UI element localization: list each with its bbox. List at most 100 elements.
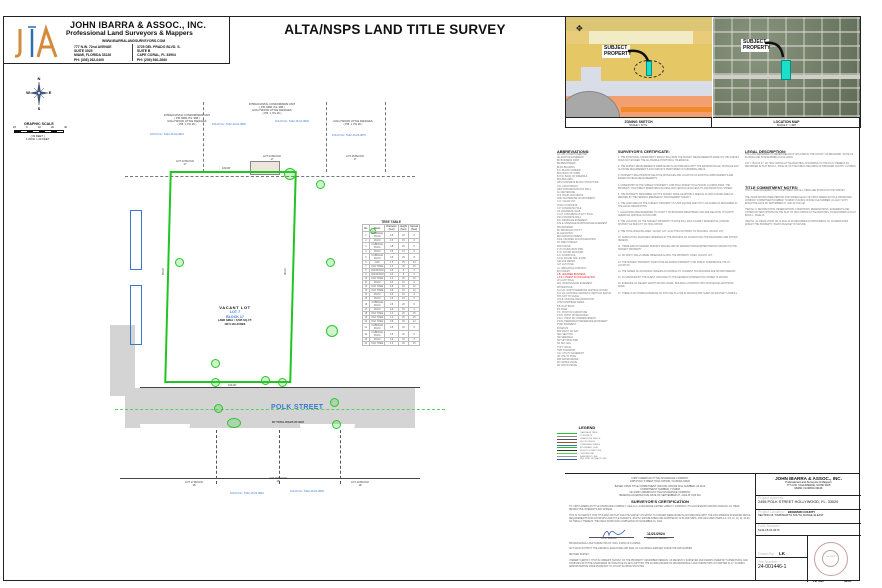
title-commitment-heading: TITLE COMMITMENT NOTES:: [745, 186, 799, 191]
abbreviation-item: PG PAGE: [557, 308, 568, 311]
abbreviation-item: AE ANCHOR EASEMENT: [557, 157, 584, 160]
legal-description-section: LEGAL DESCRIPTION: THE LAND REFERRED TO …: [745, 150, 857, 226]
abbreviation-item: SW SIDEWALK: [557, 337, 574, 340]
abbreviation-item: F.I.P. FOUND IRON PIPE: [557, 248, 583, 251]
abbreviation-item: CL CENTERLINE: [557, 191, 576, 194]
abbreviation-item: CLF CHAIN LINK FENCE: [557, 195, 584, 198]
legend-item: WOOD FENCE: [557, 441, 617, 444]
abbreviation-item: O.R.B. OFFICIAL RECORDS BOOK: [557, 299, 595, 302]
certification-title: SURVEYOR'S CERTIFICATION: [631, 499, 689, 504]
company-name: JOHN IBARRA & ASSOC., INC.: [70, 20, 207, 30]
drawn-by-field: Drawn By: LK: [756, 536, 807, 558]
street-name-label: POLK STREET: [271, 404, 324, 411]
lot-label: LOT 25 BLOCK 17: [345, 155, 365, 162]
abbreviation-item: L.B. LICENSED BUSINESS: [557, 273, 586, 276]
right-of-way-line: [120, 478, 420, 479]
street-centerline: [115, 409, 445, 410]
surveyor-seal-icon: No. 5204: [814, 542, 848, 576]
lot-line: [203, 102, 204, 172]
abbreviation-item: C.U.P. CONCRETE UTILITY POLE: [557, 213, 593, 216]
abbreviation-item: WM WATER METER: [557, 359, 579, 362]
abbreviation-item: BOC BACK OF CURB: [557, 172, 580, 175]
graphic-scale-title: GRAPHIC SCALE: [24, 122, 54, 126]
abbreviation-item: D.E. DRAINAGE EASEMENT: [557, 220, 588, 223]
survey-sheet: [3, 16, 860, 581]
abbreviation-item: DW DRIVEWAY: [557, 226, 574, 229]
company-header: JOHN IBARRA & ASSOC., INC. Professional …: [3, 16, 230, 64]
abbreviation-item: I.C. IRRIGATION CONTROL: [557, 267, 587, 270]
abbreviation-item: BOL BOLLARD: [557, 179, 573, 182]
folio-note: FOLIO No.: 5142-15-01-0840: [290, 490, 324, 493]
folio-number-field: Folio Number: 5142-15-01-0470: [756, 524, 861, 536]
folio-note: FOLIO No.: 5142-15-01-0870: [332, 134, 366, 137]
legend-item: OAK/PALM TREE: [557, 432, 617, 435]
abbreviation-item: BM BENCHMARK: [557, 163, 576, 166]
abbreviation-item: G.P. GUY POLE: [557, 264, 574, 267]
company-website[interactable]: WWW.IBARRALANDSURVEYORS.COM: [102, 39, 166, 43]
legend-item: OVERHEAD WIRES: [557, 444, 617, 447]
certificate-note: 7. ELEVATIONS ARE REFERRED TO COUNTY OF …: [618, 212, 734, 218]
dimension-label: 65.00': [283, 267, 288, 276]
abbreviation-item: NTS NOT TO SCALE: [557, 296, 579, 299]
certificate-note: 15. AS SPECIFIED BY THE CLIENT, DISTANCE…: [618, 277, 729, 280]
abbreviation-item: DU DRAINAGE UTILITY: [557, 229, 583, 232]
lot-label: LOT 23 BLOCK 17: [175, 160, 195, 167]
abbreviation-item: D.M.E. DRAINAGE MAINTENANCE EASEMENT: [557, 223, 608, 226]
abbreviation-item: R/W RIGHT OF WAY: [557, 330, 579, 333]
signature-icon: [602, 529, 626, 537]
abbreviation-item: U.E. UTILITY EASEMENT: [557, 352, 584, 355]
abbreviation-item: EL ELEVATION: [557, 232, 573, 235]
graphic-scale-note: ( IN FEET )1 INCH = 20 FEET: [26, 134, 50, 142]
polk-street-pavement: [125, 388, 415, 428]
abbreviation-item: L.F.E. LOWEST FLOOR ELEVATION: [557, 277, 595, 280]
certificate-note: 2. THE SURVEY MEASUREMENTS WERE MADE IN …: [618, 166, 739, 172]
certificate-note: 13. THE SUBJECT PROPERTY DOES HAVE ADJOI…: [618, 261, 731, 267]
lot-line: [326, 102, 327, 172]
svg-text:N: N: [38, 76, 41, 81]
abbreviation-item: BLDG BUILDING: [557, 166, 575, 169]
abbreviation-item: P.O.C. POINT OF COMMENCEMENT: [557, 318, 596, 321]
location-subject-label: SUBJECT PROPERTY: [741, 39, 771, 52]
folio-note: FOLIO No.: 5142-15-01-0810: [150, 133, 184, 136]
legend-item: BUILDING SETBACK LINE: [557, 458, 617, 461]
adjoining-label: HOLLYWOOD LITTLE RANCHES( P.B. 1, PG.26 …: [333, 120, 373, 127]
certificate-note: 16. EVIDENCE OF RECENT EARTH MOVING WORK…: [618, 283, 735, 289]
project-address-field: Project Address: 2455 POLK STREET HOLLYW…: [756, 496, 861, 510]
abbreviation-item: WV WATER VALVE: [557, 362, 578, 365]
title-block-company: JOHN IBARRA & ASSOC., INC. Professional …: [756, 474, 861, 496]
certificate-note: 3. PROPERTY RELATIONSHIP, RELATIVE DISTA…: [618, 175, 734, 181]
tree-icon: [211, 378, 220, 387]
company-logo-icon: [14, 24, 58, 58]
license-number: LB 7806: [813, 579, 824, 583]
zoning-sketch-map: SUBJECT PROPERTY ✥: [566, 17, 712, 117]
dimension-label: 100.00': [222, 167, 231, 170]
abbreviation-item: SEC SECTION: [557, 333, 573, 336]
abbreviation-item: M.E. MAINTENANCE EASEMENT: [557, 283, 593, 286]
tree-icon: [326, 258, 335, 267]
abbreviation-item: SN SET NAIL: [557, 343, 571, 346]
seal-label: SEAL: [844, 579, 852, 583]
legend-item: RIGHT OF WAY LINE: [557, 449, 617, 452]
certificate-note: 6. THE LAND AREA OF THE SUBJECT PROPERTY…: [618, 203, 738, 208]
certificate-note: 12. NO PARTY WALLS WERE OBSERVED ALONG T…: [618, 255, 713, 258]
address-divider: [132, 44, 133, 61]
legend-item: CONCRETE: [557, 435, 617, 438]
tree-icon: [261, 376, 270, 385]
abbreviation-item: CBW CONCRETE BLOCK WALL: [557, 188, 592, 191]
driveway: [110, 376, 135, 396]
abbreviation-item: C.O. CLEAN OUT: [557, 201, 576, 204]
abbreviation-item: P.R.M. PERMANENT REFERENCE MONUMENT: [557, 321, 608, 324]
location-subject-highlight: [781, 60, 791, 80]
zoning-subject-highlight: [646, 61, 652, 76]
survey-date: 11/21/2024: [647, 531, 665, 536]
vacant-lot-label: VACANT LOT LOT 7 BLOCK 17 LAND AREA = 6,…: [217, 305, 253, 327]
abbreviation-item: FH FIRE HYDRANT: [557, 242, 578, 245]
folio-note-box: [130, 210, 142, 270]
